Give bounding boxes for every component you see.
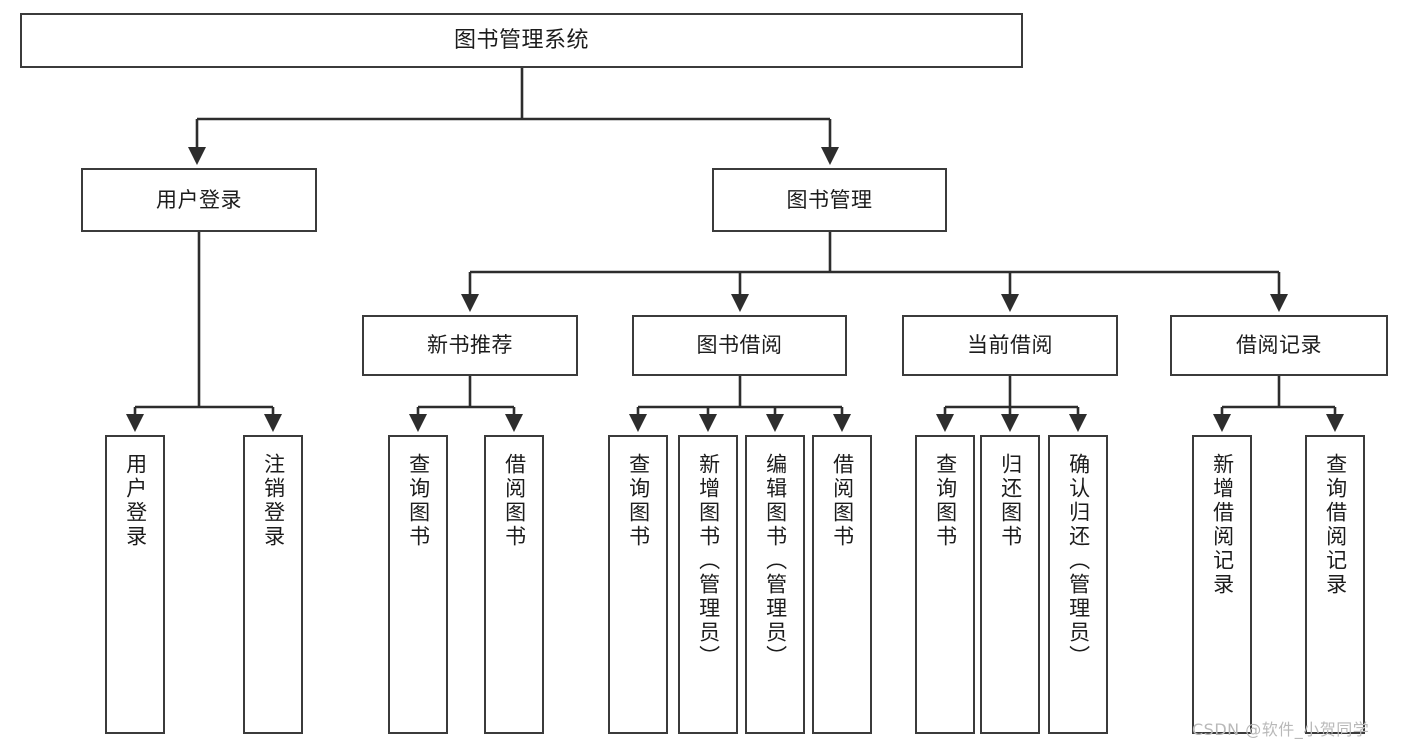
leaf-query-record-label: 查询借阅记录 — [1323, 453, 1348, 597]
leaf-borrow-book-2[interactable]: 借阅图书 — [812, 435, 872, 734]
leaf-edit-book-label: 编辑图书（管理员） — [763, 453, 788, 669]
node-book-borrow[interactable]: 图书借阅 — [632, 315, 847, 376]
leaf-query-book-3-label: 查询图书 — [933, 453, 958, 549]
leaf-query-book-3[interactable]: 查询图书 — [915, 435, 975, 734]
node-borrow-record[interactable]: 借阅记录 — [1170, 315, 1388, 376]
leaf-query-book-2[interactable]: 查询图书 — [608, 435, 668, 734]
leaf-return-book-label: 归还图书 — [998, 453, 1023, 549]
leaf-return-book[interactable]: 归还图书 — [980, 435, 1040, 734]
leaf-query-record[interactable]: 查询借阅记录 — [1305, 435, 1365, 734]
leaf-user-login[interactable]: 用户登录 — [105, 435, 165, 734]
leaf-add-book[interactable]: 新增图书（管理员） — [678, 435, 738, 734]
node-new-book-recommend-label: 新书推荐 — [427, 333, 513, 358]
node-root[interactable]: 图书管理系统 — [20, 13, 1023, 68]
leaf-borrow-book-2-label: 借阅图书 — [830, 453, 855, 549]
leaf-query-book-1[interactable]: 查询图书 — [388, 435, 448, 734]
leaf-add-book-label: 新增图书（管理员） — [696, 453, 721, 669]
leaf-add-record[interactable]: 新增借阅记录 — [1192, 435, 1252, 734]
leaf-query-book-1-label: 查询图书 — [406, 453, 431, 549]
leaf-borrow-book-1[interactable]: 借阅图书 — [484, 435, 544, 734]
node-book-manage[interactable]: 图书管理 — [712, 168, 947, 232]
csdn-watermark: CSDN @软件_小贺同学 — [1192, 720, 1370, 739]
leaf-add-record-label: 新增借阅记录 — [1210, 453, 1235, 597]
leaf-user-login-label: 用户登录 — [123, 453, 148, 549]
node-borrow-record-label: 借阅记录 — [1236, 333, 1322, 358]
node-new-book-recommend[interactable]: 新书推荐 — [362, 315, 578, 376]
leaf-query-book-2-label: 查询图书 — [626, 453, 651, 549]
node-user-login[interactable]: 用户登录 — [81, 168, 317, 232]
node-current-borrow[interactable]: 当前借阅 — [902, 315, 1118, 376]
node-book-borrow-label: 图书借阅 — [696, 333, 783, 358]
node-current-borrow-label: 当前借阅 — [967, 333, 1053, 358]
leaf-confirm-return-label: 确认归还（管理员） — [1066, 453, 1091, 669]
leaf-user-logout[interactable]: 注销登录 — [243, 435, 303, 734]
node-user-login-label: 用户登录 — [156, 187, 242, 212]
leaf-edit-book[interactable]: 编辑图书（管理员） — [745, 435, 805, 734]
leaf-user-logout-label: 注销登录 — [261, 453, 286, 549]
leaf-borrow-book-1-label: 借阅图书 — [502, 453, 527, 549]
node-root-label: 图书管理系统 — [453, 27, 589, 53]
node-book-manage-label: 图书管理 — [786, 187, 873, 212]
leaf-confirm-return[interactable]: 确认归还（管理员） — [1048, 435, 1108, 734]
